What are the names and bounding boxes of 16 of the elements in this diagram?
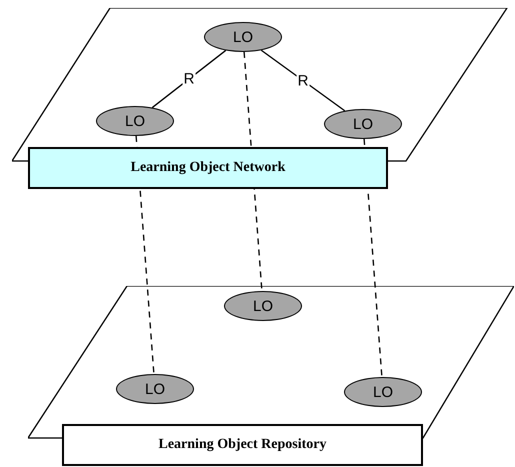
node-label: LO: [144, 382, 165, 396]
edge-label: R: [296, 73, 310, 88]
node-label: LO: [252, 298, 273, 314]
node-label: LO: [232, 30, 253, 44]
dashed-connector: [363, 138, 383, 378]
layer-title: Learning Object Network: [28, 147, 388, 189]
layer-plane: [28, 286, 514, 466]
layer-title: Learning Object Repository: [62, 424, 423, 466]
dashed-connector: [243, 52, 263, 292]
node-label: LO: [124, 114, 145, 128]
connector-line: [260, 50, 346, 112]
layer-plane: [12, 8, 508, 190]
edge-label: R: [182, 72, 196, 86]
dashed-connector: [135, 136, 155, 374]
node-label: LO: [372, 384, 393, 400]
node-label: LO: [352, 116, 373, 132]
